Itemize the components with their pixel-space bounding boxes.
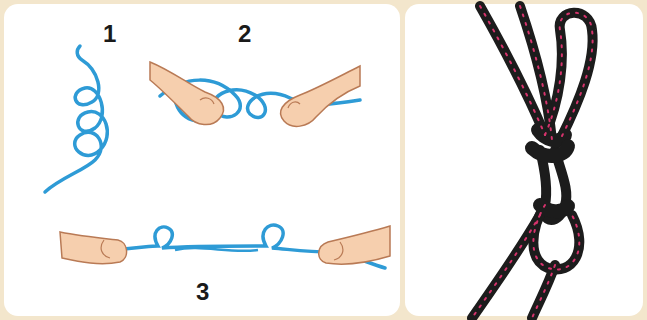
rope-photo xyxy=(472,6,593,318)
step-number: 1 xyxy=(103,22,116,46)
step-number: 2 xyxy=(238,22,251,46)
step-number: 3 xyxy=(196,280,209,304)
coiled-rope xyxy=(45,46,107,192)
hands-pulling xyxy=(60,225,390,268)
hands-twisting xyxy=(150,62,360,126)
right-panel xyxy=(405,4,643,316)
left-panel xyxy=(4,4,400,316)
